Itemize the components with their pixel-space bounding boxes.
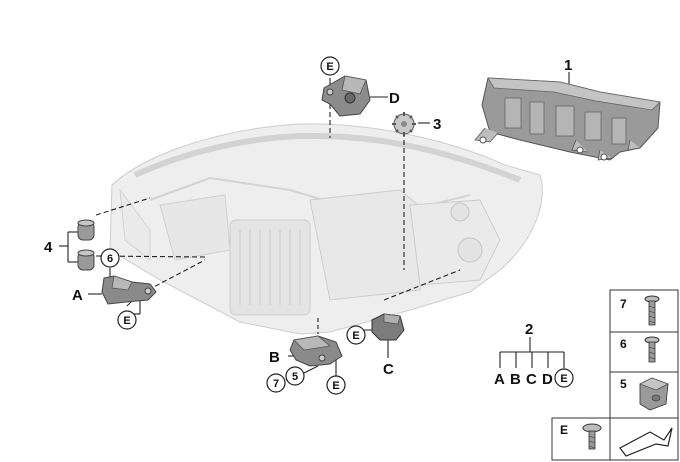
label-part-4: 4 — [44, 239, 53, 256]
callout-b-circle-7-text: 7 — [273, 378, 279, 390]
fastener-legend: 7 6 5 — [609, 289, 679, 419]
group-circle-e-text: E — [560, 373, 567, 385]
callout-b-circle-e-text: E — [332, 380, 339, 392]
part-d-bracket — [321, 75, 371, 117]
callout-a-circle-6-text: 6 — [107, 253, 113, 265]
label-group-d: D — [542, 371, 553, 388]
callout-center-circle-e-text: E — [352, 330, 359, 342]
part-1-housing-bracket — [474, 77, 661, 161]
legend-label-7: 7 — [620, 297, 627, 311]
label-group-c: C — [526, 371, 537, 388]
callout-a-circle-e — [117, 310, 137, 330]
callout-b-circle-5 — [285, 366, 305, 386]
part-3-gear — [392, 112, 416, 136]
callout-d-circle-e-text: E — [326, 61, 333, 73]
label-d: D — [389, 90, 400, 107]
legend-label-6: 6 — [620, 337, 627, 351]
callout-center-circle-e — [346, 325, 366, 345]
screw-long-icon — [644, 295, 660, 326]
group-circle-e — [554, 368, 574, 388]
legend-label-5: 5 — [620, 377, 627, 391]
screw-short-icon — [644, 336, 660, 363]
part-c-connector — [371, 313, 405, 341]
part-a-bracket — [101, 275, 157, 305]
label-b: B — [269, 349, 280, 366]
label-group-b: B — [510, 371, 521, 388]
callout-a-circle-e-text: E — [123, 315, 130, 327]
label-part-2: 2 — [525, 321, 533, 338]
clip-nut-icon — [639, 377, 669, 411]
arrow-icon — [619, 427, 673, 457]
callout-b-circle-7 — [266, 373, 286, 393]
screw-flat-icon — [582, 423, 602, 450]
callout-b-circle-5-text: 5 — [292, 371, 298, 383]
callout-d-circle-e — [320, 56, 340, 76]
label-a: A — [72, 287, 83, 304]
part-4-bushings — [77, 219, 95, 271]
part-b-bracket — [289, 335, 343, 367]
callout-a-circle-6 — [100, 248, 120, 268]
label-part-1: 1 — [564, 57, 572, 74]
headlight-housing-ghost — [109, 123, 543, 335]
legend-label-e: E — [560, 423, 568, 437]
label-group-a: A — [494, 371, 505, 388]
legend-row-e: E — [551, 417, 679, 461]
label-c: C — [383, 361, 394, 378]
callout-b-circle-e — [326, 375, 346, 395]
label-part-3: 3 — [433, 116, 441, 133]
